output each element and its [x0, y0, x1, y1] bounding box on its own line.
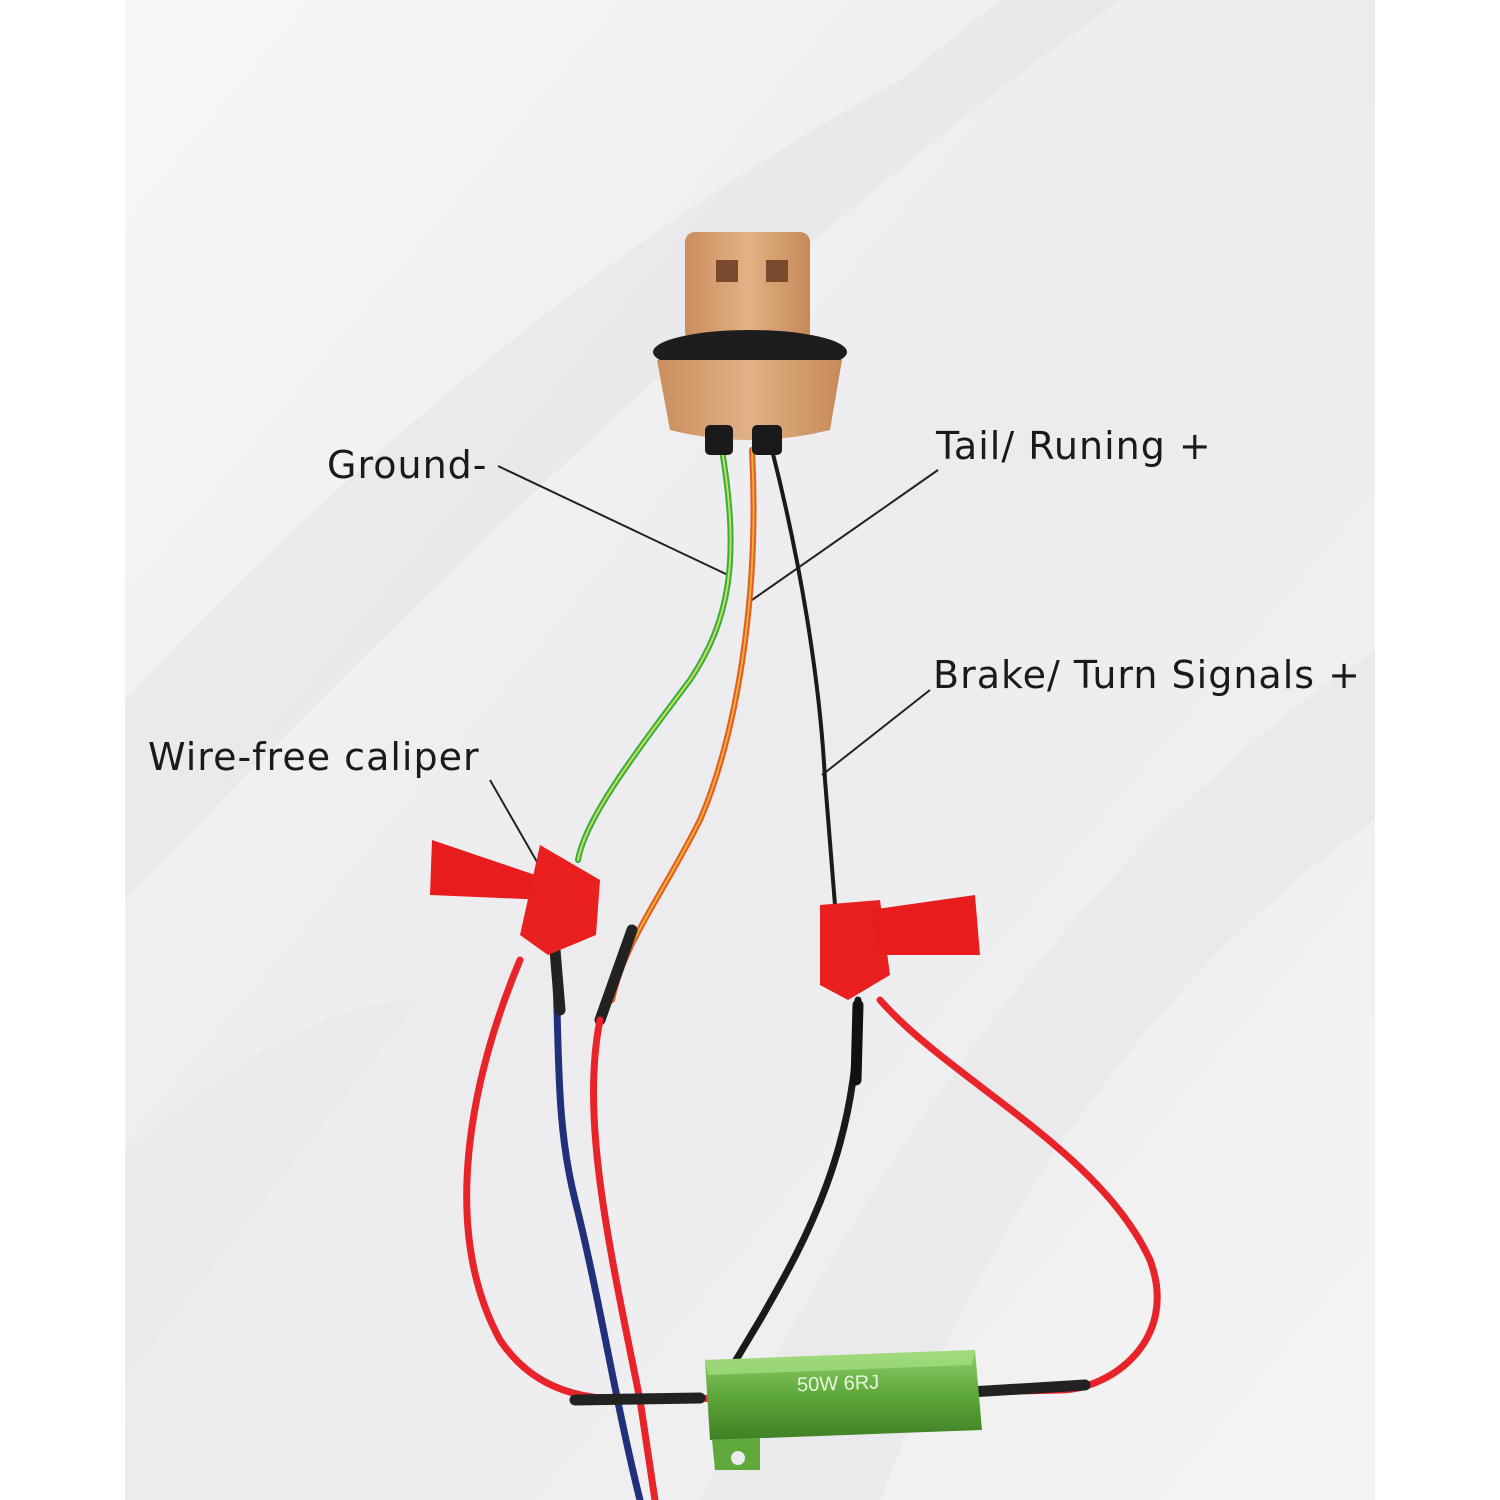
brake-wire: [770, 448, 837, 907]
brake-leader: [821, 689, 931, 776]
right-tap-connector: [820, 895, 980, 1000]
load-resistor: [705, 1350, 982, 1470]
tail-leader: [751, 469, 939, 601]
left-tap-connector: [430, 840, 600, 955]
blue-wire: [551, 956, 644, 1500]
brake-label: Brake/ Turn Signals +: [933, 653, 1361, 697]
resistor-marking: 50W 6RJ: [796, 1371, 880, 1397]
caliper-label: Wire-free caliper: [148, 735, 480, 779]
wires: [463, 447, 1161, 1500]
bulb-socket: [653, 232, 847, 455]
right-red-wire: [876, 996, 1161, 1396]
ground-label: Ground-: [327, 443, 488, 487]
tail-label: Tail/ Runing +: [936, 424, 1212, 468]
ground-leader: [497, 465, 729, 576]
